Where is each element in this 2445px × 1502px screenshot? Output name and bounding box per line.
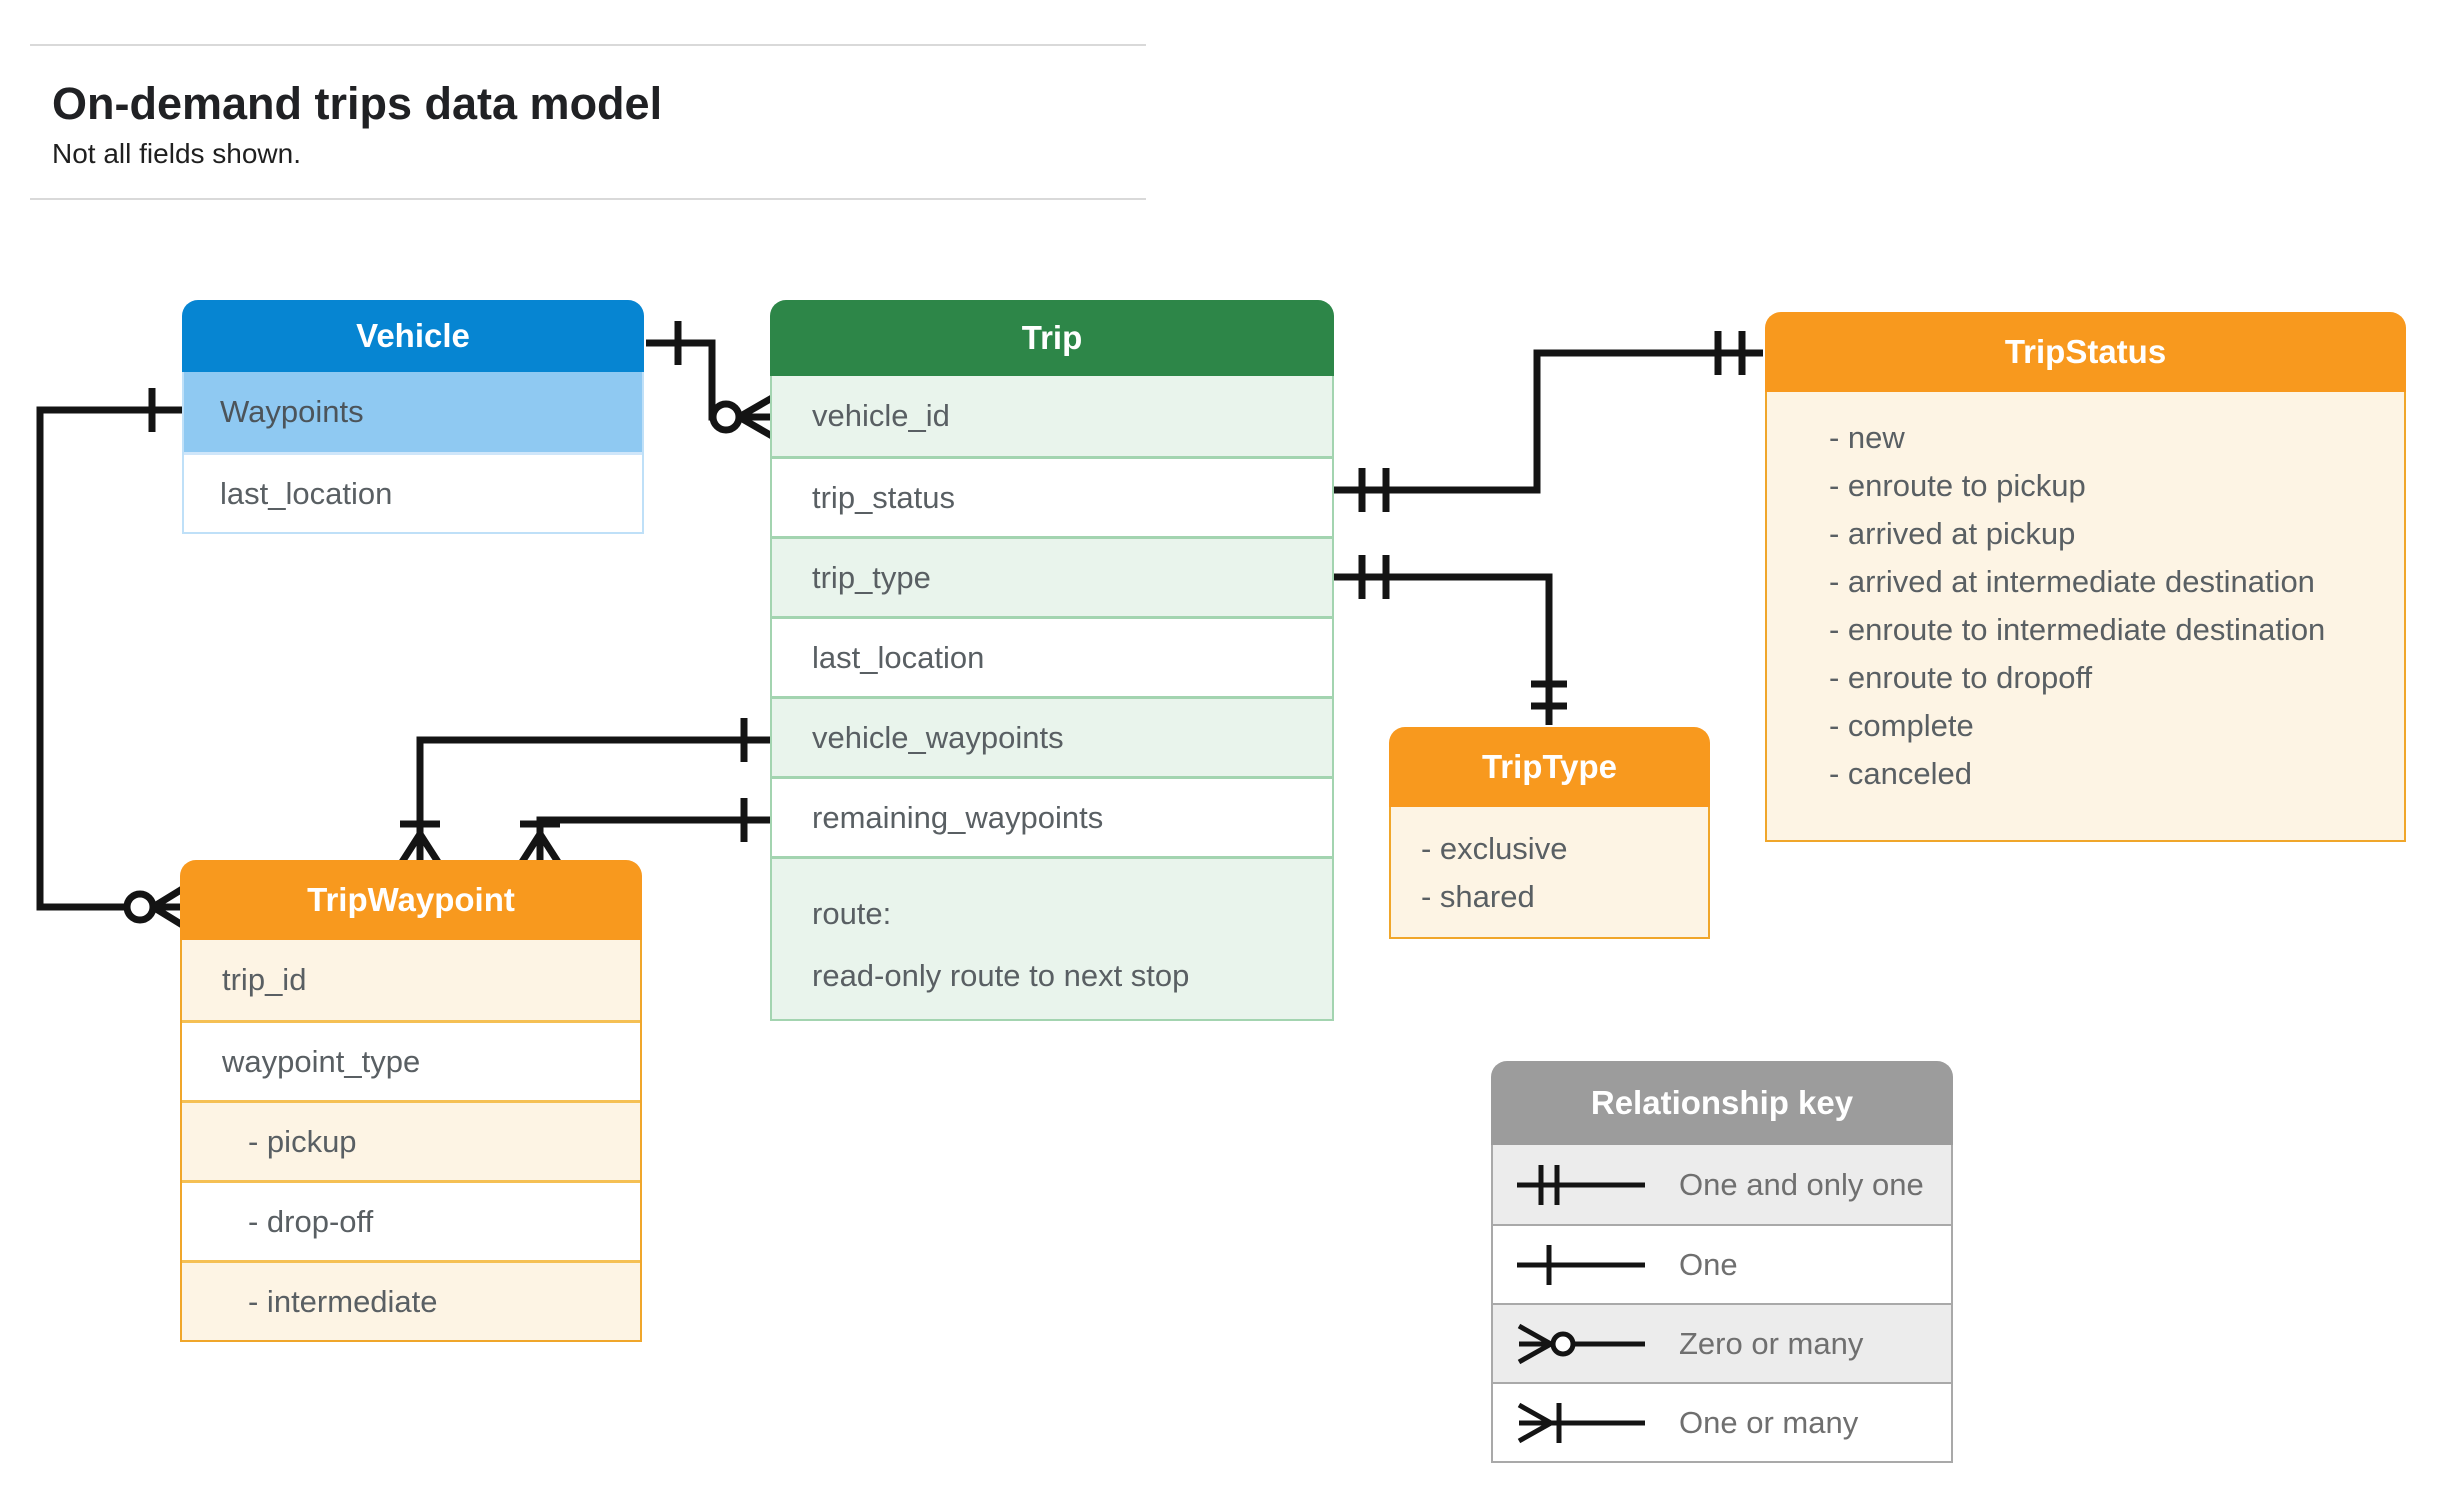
field-remaining-waypoints: remaining_waypoints (772, 776, 1332, 856)
entity-triptype: TripType - exclusive - shared (1389, 727, 1710, 939)
enum-value: - arrived at intermediate destination (1829, 564, 2315, 599)
enum-value: - complete (1829, 708, 1974, 743)
field-last-location: last_location (772, 616, 1332, 696)
one-icon (1517, 1244, 1645, 1285)
crow-foot (737, 394, 774, 440)
legend-label: One (1679, 1246, 1738, 1282)
double-tick (1358, 468, 1390, 512)
field-route-label: route: (812, 896, 892, 931)
field-waypoint-type: waypoint_type (182, 1020, 640, 1100)
connector-trip-type-to-triptype (1334, 555, 1567, 725)
crow-foot (151, 885, 186, 929)
field-vehicle-id: vehicle_id (772, 376, 1332, 456)
legend-label: One and only one (1679, 1166, 1924, 1202)
enum-value: - arrived at pickup (1829, 516, 2076, 551)
legend-row-one-and-only-one: One and only one (1493, 1145, 1951, 1224)
entity-trip-body: vehicle_id trip_status trip_type last_lo… (770, 376, 1334, 1021)
enum-value: - new (1829, 420, 1905, 455)
field-trip-status: trip_status (772, 456, 1332, 536)
crow-foot (399, 832, 441, 864)
legend-row-zero-or-many: Zero or many (1493, 1303, 1951, 1382)
legend-label: Zero or many (1679, 1325, 1864, 1361)
double-tick (1531, 680, 1567, 710)
legend-row-one: One (1493, 1224, 1951, 1303)
entity-tripstatus-title: TripStatus (1765, 312, 2406, 392)
entity-vehicle-body: Waypoints last_location (182, 372, 644, 534)
crow-foot (519, 832, 561, 864)
entity-vehicle: Vehicle Waypoints last_location (182, 300, 644, 534)
legend-label: One or many (1679, 1404, 1859, 1440)
connector-vehicle-to-trip (646, 321, 774, 440)
relationship-key: Relationship key One and only one One (1491, 1061, 1953, 1463)
enum-value: - enroute to dropoff (1829, 660, 2093, 695)
title-divider-bottom (30, 198, 1146, 200)
field-waypoints: Waypoints (184, 372, 642, 452)
entity-trip-title: Trip (770, 300, 1334, 376)
enum-intermediate: - intermediate (182, 1260, 640, 1340)
entity-tripwaypoint-body: trip_id waypoint_type - pickup - drop-of… (180, 940, 642, 1342)
connector-trip-status-to-tripstatus (1334, 331, 1763, 512)
title-divider-top (30, 44, 1146, 46)
field-last-location: last_location (184, 452, 642, 532)
relationship-key-title: Relationship key (1491, 1061, 1953, 1145)
connector-remaining-waypoints-to-tripwaypoint (519, 798, 770, 864)
enum-pickup: - pickup (182, 1100, 640, 1180)
enum-value: - shared (1421, 879, 1535, 914)
one-or-many-icon (1517, 1402, 1645, 1443)
entity-tripwaypoint-title: TripWaypoint (180, 860, 642, 940)
connector-vehicle-waypoints-field-to-tripwaypoint (399, 718, 770, 864)
page-subtitle: Not all fields shown. (52, 138, 302, 169)
legend-row-one-or-many: One or many (1493, 1382, 1951, 1461)
zero-or-many-icon (1517, 1323, 1645, 1364)
entity-vehicle-title: Vehicle (182, 300, 644, 372)
zero-circle (709, 400, 743, 434)
entity-tripwaypoint: TripWaypoint trip_id waypoint_type - pic… (180, 860, 642, 1342)
field-route: route: read-only route to next stop (772, 856, 1332, 1019)
enum-value: - canceled (1829, 756, 1973, 791)
relationship-key-body: One and only one One Zero or many (1491, 1145, 1953, 1463)
enum-drop-off: - drop-off (182, 1180, 640, 1260)
entity-tripstatus: TripStatus - new - enroute to pickup - a… (1765, 312, 2406, 842)
enum-value: - enroute to pickup (1829, 468, 2086, 503)
enum-value: - exclusive (1421, 831, 1568, 866)
field-trip-id: trip_id (182, 940, 640, 1020)
entity-trip: Trip vehicle_id trip_status trip_type la… (770, 300, 1334, 1021)
field-vehicle-waypoints: vehicle_waypoints (772, 696, 1332, 776)
connector-vehicle-waypoints-to-tripwaypoint (36, 388, 186, 929)
one-and-only-one-icon (1517, 1164, 1645, 1205)
field-trip-type: trip_type (772, 536, 1332, 616)
entity-tripstatus-body: - new - enroute to pickup - arrived at p… (1765, 392, 2406, 842)
zero-circle (123, 890, 157, 924)
field-route-description: read-only route to next stop (812, 958, 1190, 993)
entity-triptype-title: TripType (1389, 727, 1710, 807)
entity-triptype-body: - exclusive - shared (1389, 807, 1710, 939)
double-tick (1358, 555, 1390, 599)
page-title: On-demand trips data model (52, 78, 663, 129)
enum-value: - enroute to intermediate destination (1829, 612, 2326, 647)
double-tick (1714, 331, 1746, 375)
